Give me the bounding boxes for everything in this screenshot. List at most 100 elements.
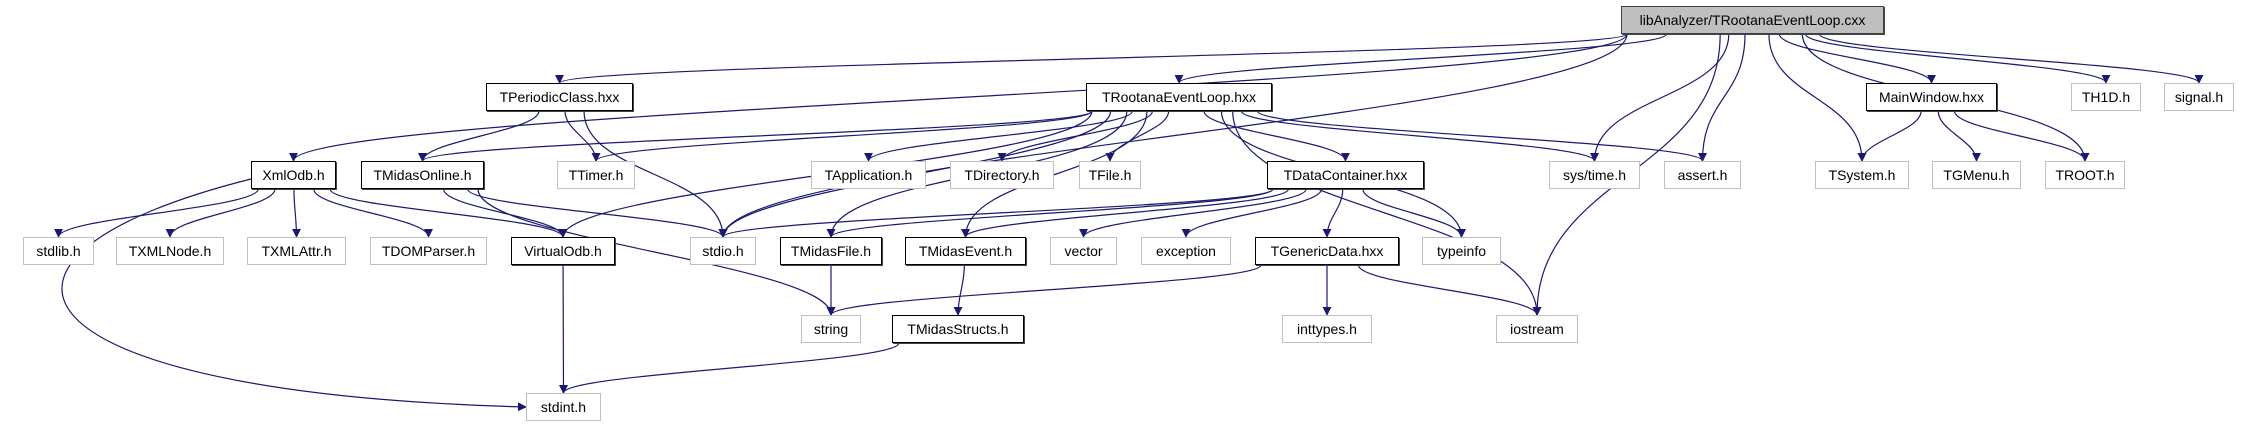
edge-root-to-assert: [1698, 33, 1746, 162]
edge-tdatacontainer-to-tgenericdata: [1322, 188, 1344, 238]
edge-root-to-signal: [1818, 33, 2204, 84]
node-label: TSystem.h: [1828, 167, 1896, 183]
node-label: TMidasFile.h: [790, 243, 872, 259]
node-tmidasonline-h[interactable]: TMidasOnline.h: [361, 161, 484, 189]
node-libanalyzer-trootanaeventloop-cxx[interactable]: libAnalyzer/TRootanaEventLoop.cxx: [1621, 6, 1884, 34]
node-label: vector: [1064, 243, 1103, 259]
edge-root-to-th1d: [1804, 33, 2111, 84]
node-ttimer-h[interactable]: TTimer.h: [557, 161, 635, 189]
node-inttypes-h[interactable]: inttypes.h: [1282, 315, 1372, 343]
edge-root-to-stdio: [718, 33, 1628, 238]
node-label: TH1D.h: [2081, 89, 2131, 105]
node-label: string: [813, 321, 849, 337]
node-tdomparser-h[interactable]: TDOMParser.h: [370, 237, 487, 265]
edge-root-to-xmlodb: [289, 33, 1628, 162]
edge-tperiodicclass-to-tmidasonline: [418, 110, 540, 162]
node-label: TXMLAttr.h: [261, 243, 332, 259]
edge-tdatacontainer-to-typeinfo: [1362, 188, 1466, 238]
node-tsystem-h[interactable]: TSystem.h: [1815, 161, 1909, 189]
node-stdint-h[interactable]: stdint.h: [526, 393, 601, 421]
edge-tdatacontainer-to-exception: [1181, 188, 1323, 238]
node-label: TGMenu.h: [1943, 167, 2010, 183]
node-string[interactable]: string: [801, 315, 861, 343]
node-iostream[interactable]: iostream: [1496, 315, 1578, 343]
node-label: XmlOdb.h: [262, 167, 325, 183]
edge-tperiodicclass-to-stdio: [583, 110, 728, 238]
edge-trootanaeventloop-to-assert: [1256, 110, 1707, 162]
node-label: TDataContainer.hxx: [1283, 167, 1408, 183]
node-signal-h[interactable]: signal.h: [2164, 83, 2234, 111]
node-tdatacontainer-hxx[interactable]: TDataContainer.hxx: [1267, 161, 1424, 189]
node-label: MainWindow.hxx: [1878, 89, 1985, 105]
node-sys-time-h[interactable]: sys/time.h: [1549, 161, 1640, 189]
node-label: TMidasStructs.h: [907, 321, 1009, 337]
node-virtualodb-h[interactable]: VirtualOdb.h: [511, 237, 615, 265]
node-stdlib-h[interactable]: stdlib.h: [23, 237, 94, 265]
edge-tdatacontainer-to-stdio: [718, 188, 1274, 238]
node-tfile-h[interactable]: TFile.h: [1079, 161, 1141, 189]
node-label: stdlib.h: [36, 243, 81, 259]
node-label: TTimer.h: [568, 167, 624, 183]
node-trootanaeventloop-hxx[interactable]: TRootanaEventLoop.hxx: [1086, 83, 1272, 111]
node-label: assert.h: [1677, 167, 1728, 183]
node-xmlodb-h[interactable]: XmlOdb.h: [251, 161, 336, 189]
node-label: typeinfo: [1436, 243, 1487, 259]
edge-trootanaeventloop-to-tmidasevent: [961, 110, 1148, 238]
edge-tgenericdata-to-string: [826, 264, 1262, 316]
edge-xmlodb-to-virtualodb: [329, 188, 568, 238]
node-assert-h[interactable]: assert.h: [1664, 161, 1741, 189]
node-label: signal.h: [2174, 89, 2224, 105]
edge-xmlodb-to-txmlattr: [291, 188, 301, 238]
node-stdio-h[interactable]: stdio.h: [690, 237, 756, 265]
node-tdirectory-h[interactable]: TDirectory.h: [950, 161, 1054, 189]
edge-tdatacontainer-to-tmidasevent: [961, 188, 1290, 238]
node-tmidasstructs-h[interactable]: TMidasStructs.h: [892, 315, 1024, 343]
node-label: stdint.h: [540, 399, 587, 415]
edge-trootanaeventloop-to-tmidasonline: [418, 110, 1093, 162]
node-tapplication-h[interactable]: TApplication.h: [811, 161, 926, 189]
edge-trootanaeventloop-to-systime: [1240, 110, 1599, 162]
node-label: TROOT.h: [2055, 167, 2115, 183]
node-label: TRootanaEventLoop.hxx: [1101, 89, 1257, 105]
node-label: TApplication.h: [824, 167, 913, 183]
node-label: inttypes.h: [1297, 321, 1357, 337]
node-txmlattr-h[interactable]: TXMLAttr.h: [247, 237, 346, 265]
node-label: TMidasOnline.h: [373, 167, 472, 183]
node-typeinfo[interactable]: typeinfo: [1422, 237, 1501, 265]
node-label: iostream: [1510, 321, 1564, 337]
edge-trootanaeventloop-to-iostream: [1232, 110, 1542, 316]
edge-tmidasevent-to-tmidasstructs: [953, 264, 965, 316]
node-label: exception: [1156, 243, 1216, 259]
node-label: TXMLNode.h: [128, 243, 212, 259]
node-label: stdio.h: [702, 243, 744, 259]
node-exception[interactable]: exception: [1141, 237, 1231, 265]
edge-tperiodicclass-to-ttimer: [564, 110, 601, 162]
node-tmidasevent-h[interactable]: TMidasEvent.h: [905, 237, 1026, 265]
node-tgenericdata-hxx[interactable]: TGenericData.hxx: [1255, 237, 1399, 265]
node-troot-h[interactable]: TROOT.h: [2045, 161, 2125, 189]
node-vector[interactable]: vector: [1050, 237, 1117, 265]
node-tmidasfile-h[interactable]: TMidasFile.h: [780, 237, 882, 265]
edge-root-to-tperiodicclass: [555, 33, 1628, 84]
edge-xmlodb-to-stdlib: [54, 188, 259, 238]
node-th1d-h[interactable]: TH1D.h: [2071, 83, 2141, 111]
node-tperiodicclass-hxx[interactable]: TPeriodicClass.hxx: [486, 83, 633, 111]
edge-tmidasstructs-to-stdint: [559, 342, 900, 394]
edge-root-to-trootanaeventloop: [1174, 33, 1668, 84]
node-txmlnode-h[interactable]: TXMLNode.h: [116, 237, 224, 265]
node-tgmenu-h[interactable]: TGMenu.h: [1932, 161, 2021, 189]
edge-trootanaeventloop-to-tdatacontainer: [1203, 110, 1350, 162]
edge-xmlodb-to-stdint: [61, 178, 527, 412]
node-label: TFile.h: [1088, 167, 1132, 183]
edge-xmlodb-to-tdomparser: [313, 188, 433, 238]
node-label: TDirectory.h: [964, 167, 1040, 183]
edge-trootanaeventloop-to-tdirectory: [997, 110, 1154, 162]
edge-root-to-systime: [1590, 33, 1730, 162]
edge-tmidasonline-to-string: [477, 188, 836, 316]
node-mainwindow-hxx[interactable]: MainWindow.hxx: [1866, 83, 1997, 111]
edge-tdatacontainer-to-tmidasfile: [826, 188, 1274, 238]
edge-root-to-tsystem: [1768, 33, 1867, 162]
node-label: TDOMParser.h: [381, 243, 476, 259]
